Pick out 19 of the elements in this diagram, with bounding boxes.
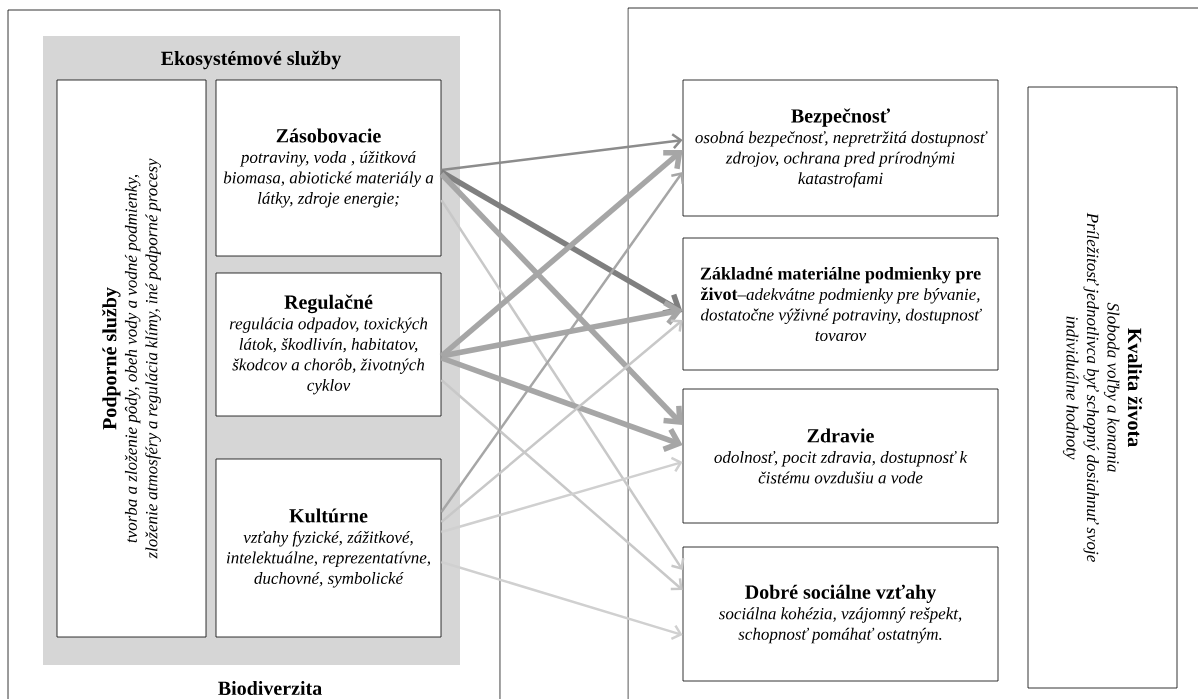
- wellbeing-box: Zdravie odolnosť, pocit zdravia, dostupnosť k čistému ovzdušiu a vode: [682, 388, 999, 524]
- wellbeing-box: Bezpečnosť osobná bezpečnosť, nepretržitá dostupnosť zdrojov, ochrana pred prírodnými katastrofami: [682, 79, 999, 217]
- arrow: [440, 172, 684, 513]
- arrow: [440, 199, 685, 570]
- arrow: [441, 456, 683, 534]
- arrow: [440, 300, 683, 359]
- arrow: [440, 379, 683, 591]
- service-box: Kultúrne vzťahy fyzické, zážitkové, intelektuálne, reprezentatívne, duchovné, symbolické: [215, 458, 442, 638]
- service-box: Podporné služby tvorba a zloženie pôdy, obeh vody a vodné podmienky, zloženie atmosféry a regulácia klímy, iné podporné procesy: [56, 79, 207, 638]
- arrow: [440, 319, 683, 523]
- arrow: [440, 355, 683, 452]
- arrow: [441, 560, 683, 641]
- wellbeing-box: Základné materiálne podmienky pre život–adekvátne podmienky pre bývanie, dostatočne výživné potraviny, dostupnosť tovarov: [682, 237, 999, 371]
- arrow: [439, 172, 683, 425]
- service-box: Regulačné regulácia odpadov, toxických látok, škodlivín, habitatov, škodcov a chorôb, životných cyklov: [215, 272, 442, 417]
- wellbeing-box: Dobré sociálne vzťahy sociálna kohézia, vzájomný rešpekt, schopnosť pomáhať ostatným.: [682, 546, 999, 682]
- quality-box: Kvalita života Sloboda voľby a konania Príležitosť jednotlivca byť schopný dosiahnuť svoje individuálne hodnoty: [1027, 86, 1178, 689]
- arrow: [441, 133, 683, 172]
- service-box: Zásobovacie potraviny, voda , úžitková biomasa, abiotické materiály a látky, zdroje energie;: [215, 79, 442, 257]
